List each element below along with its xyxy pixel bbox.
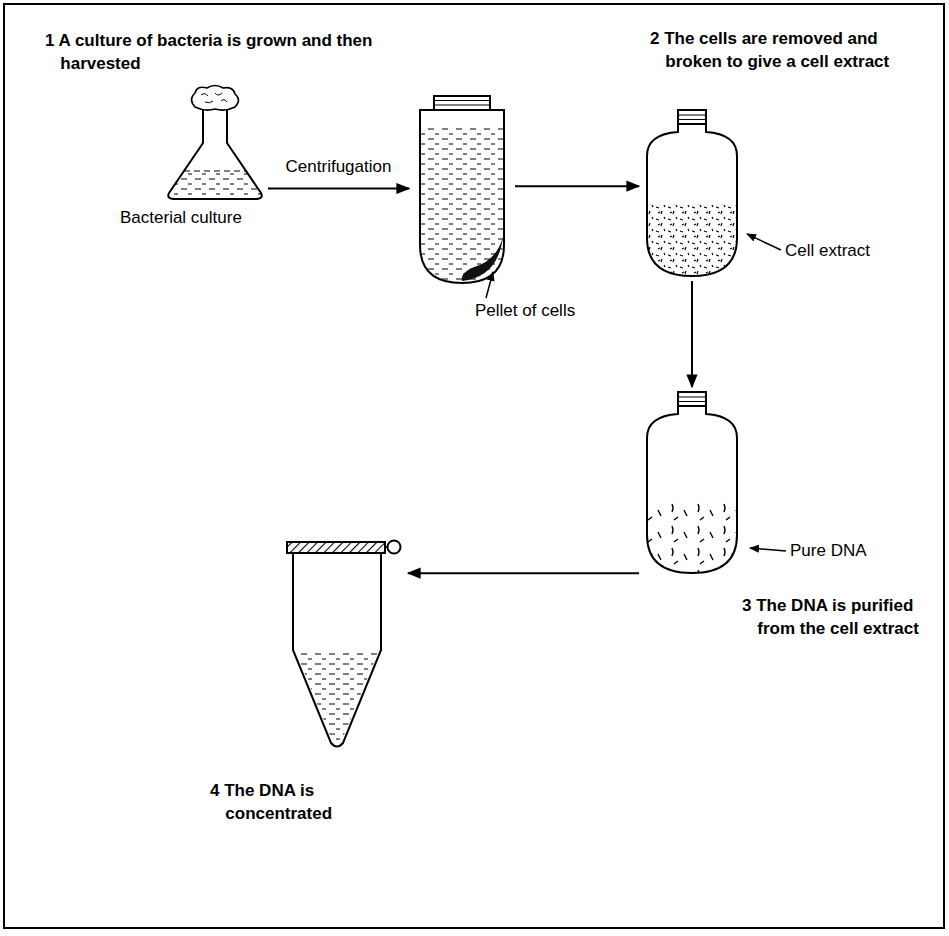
step-caption: 3 The DNA is purified from the cell extr…	[742, 595, 932, 641]
part-label: Cell extract	[785, 240, 870, 263]
bottle-drawing	[642, 390, 742, 575]
bottle: 2 The cells are removed and broken to gi…	[642, 108, 742, 278]
part-label: Pellet of cells	[475, 300, 575, 323]
flask-drawing	[165, 85, 265, 200]
frame	[4, 4, 944, 928]
arrow-label: Centrifugation	[284, 157, 394, 177]
process-arrow	[268, 188, 409, 190]
process-arrow	[408, 572, 639, 574]
step-caption: 1 A culture of bacteria is grown and the…	[45, 30, 390, 76]
leader-line	[747, 234, 781, 250]
bottle: Pure DNA3 The DNA is purified from the c…	[642, 390, 742, 575]
step-caption: 2 The cells are removed and broken to gi…	[650, 28, 925, 74]
leader-line	[750, 548, 786, 551]
process-arrow	[691, 281, 693, 387]
flask: 1 A culture of bacteria is grown and the…	[165, 85, 265, 200]
centrifuge-tube: Pellet of cells	[412, 95, 512, 285]
centrifuge-tube-drawing	[412, 95, 512, 285]
part-label: Bacterial culture	[120, 207, 242, 230]
step-caption: 4 The DNA is concentrated	[210, 780, 385, 826]
microcentrifuge-tube: 4 The DNA is concentrated	[285, 540, 405, 750]
bottle-drawing	[642, 108, 742, 278]
process-arrow	[515, 185, 639, 187]
microcentrifuge-tube-drawing	[285, 540, 405, 750]
part-label: Pure DNA	[790, 540, 867, 563]
